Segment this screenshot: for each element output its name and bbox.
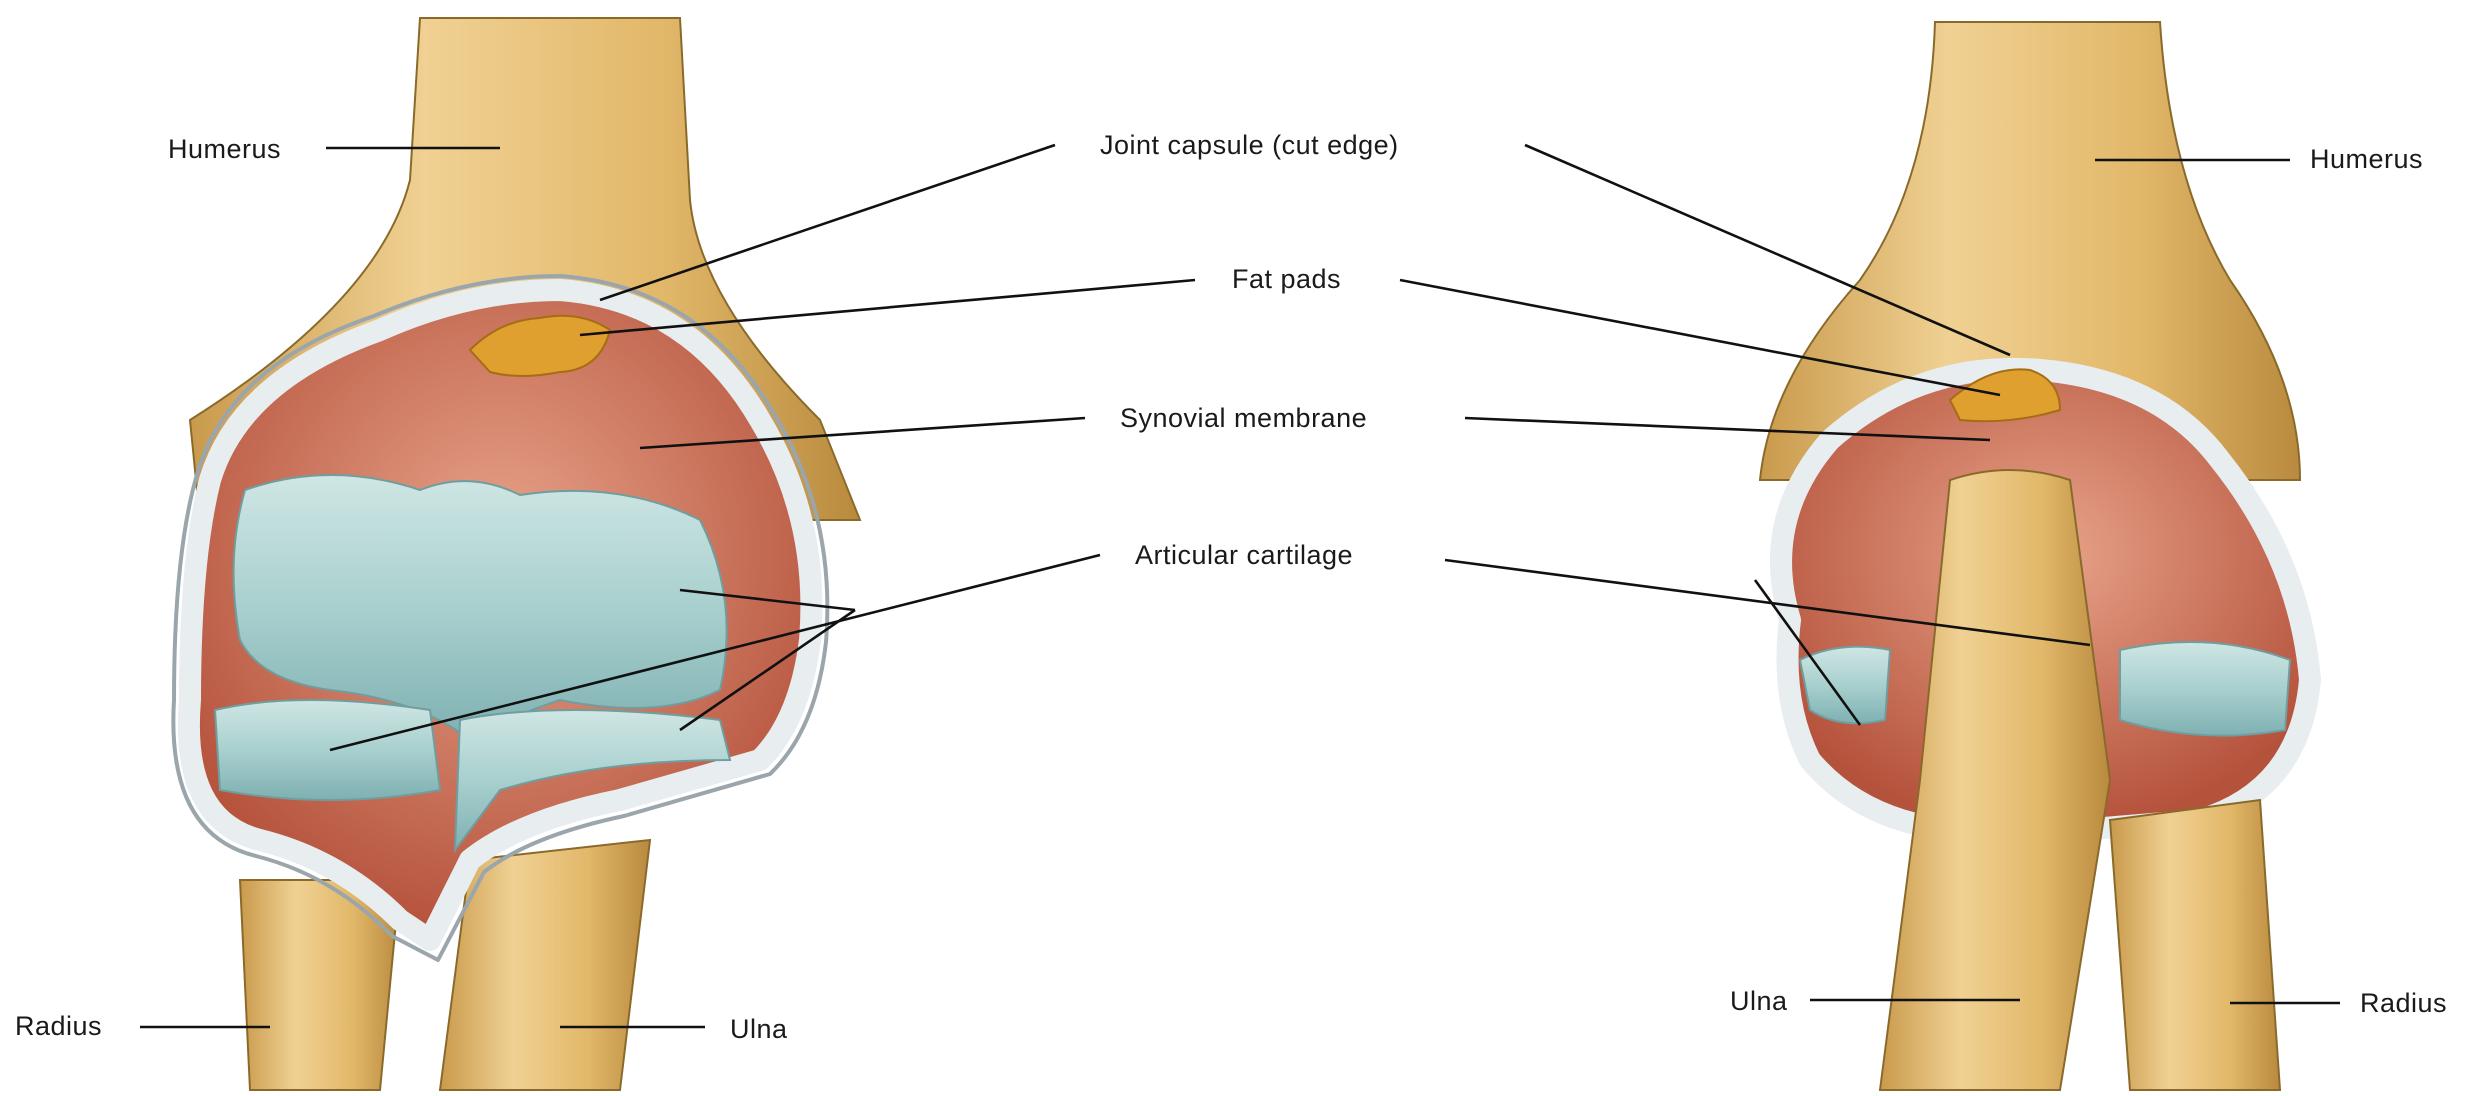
label-fat-pads: Fat pads (1232, 264, 1341, 294)
label-humerus-left: Humerus (168, 134, 281, 164)
left-radial-cartilage (215, 700, 440, 800)
label-ulna-right: Ulna (1730, 986, 1788, 1016)
right-cartilage-medial (1800, 647, 1890, 724)
label-ulna-left: Ulna (730, 1014, 788, 1044)
label-articular-cartilage: Articular cartilage (1135, 540, 1353, 570)
label-humerus-right: Humerus (2310, 144, 2423, 174)
label-radius-left: Radius (15, 1011, 102, 1041)
label-synovial-membrane: Synovial membrane (1120, 403, 1367, 433)
right-elbow-illustration (1760, 22, 2310, 1090)
right-radius-shaft (2110, 800, 2280, 1090)
left-elbow-illustration (173, 18, 860, 1090)
right-cartilage-lateral (2120, 642, 2290, 736)
label-radius-right: Radius (2360, 988, 2447, 1018)
label-joint-capsule: Joint capsule (cut edge) (1100, 130, 1399, 160)
